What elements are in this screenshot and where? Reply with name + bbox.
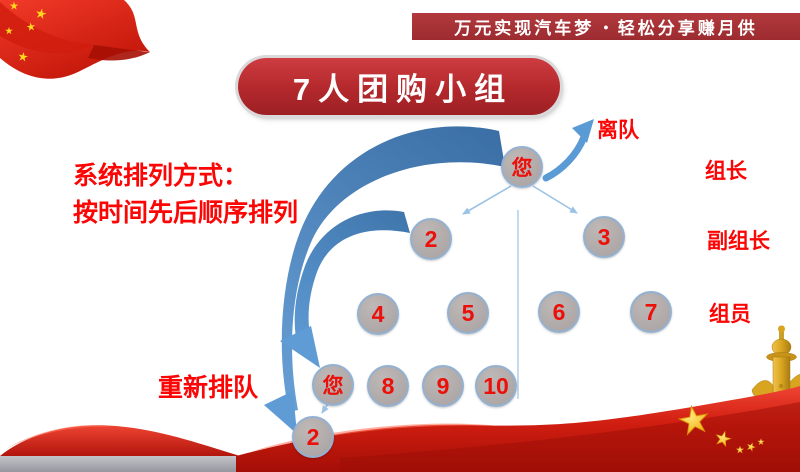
node-7: 7 bbox=[630, 291, 672, 333]
requeue-arc-arrow bbox=[264, 126, 505, 434]
role-label-deputy: 副组长 bbox=[707, 230, 770, 253]
node-8: 8 bbox=[367, 365, 409, 407]
leave-label: 离队 bbox=[597, 119, 639, 142]
node-9: 9 bbox=[422, 365, 464, 407]
node-6: 6 bbox=[538, 291, 580, 333]
node-10: 10 bbox=[475, 365, 517, 407]
node-requeued-you: 您 bbox=[312, 364, 354, 406]
requeue-label: 重新排队 bbox=[158, 374, 259, 402]
role-label-member: 组员 bbox=[709, 303, 751, 326]
china-flag-decoration bbox=[0, 0, 150, 79]
node-2-bottom: 2 bbox=[292, 416, 334, 458]
system-rule-line2: 按时间先后顺序排列 bbox=[73, 199, 299, 227]
bullet-icon: ● bbox=[603, 21, 609, 32]
system-rule-line1: 系统排列方式： bbox=[73, 162, 249, 190]
node-2: 2 bbox=[410, 218, 452, 260]
flag-star-icon bbox=[5, 1, 47, 62]
node-5: 5 bbox=[447, 292, 489, 334]
node-4: 4 bbox=[357, 293, 399, 335]
role-label-leader: 组长 bbox=[705, 160, 747, 183]
bottom-wave-decoration bbox=[0, 386, 800, 472]
system-rule-note: 系统排列方式： 按时间先后顺序排列 bbox=[73, 158, 298, 232]
header-banner: 万元实现汽车梦 ● 轻松分享赚月供 bbox=[412, 13, 800, 40]
node-3: 3 bbox=[583, 216, 625, 258]
banner-text-left: 万元实现汽车梦 bbox=[454, 19, 595, 38]
slide-title: 7人团购小组 bbox=[238, 58, 560, 115]
slide-title-text: 7人团购小组 bbox=[292, 72, 514, 107]
gold-star-icon bbox=[677, 404, 765, 454]
leave-arrow bbox=[542, 119, 594, 182]
node-leader-you: 您 bbox=[501, 146, 543, 188]
banner-text-right: 轻松分享赚月供 bbox=[617, 19, 758, 38]
promote-arc-arrow bbox=[280, 210, 410, 368]
